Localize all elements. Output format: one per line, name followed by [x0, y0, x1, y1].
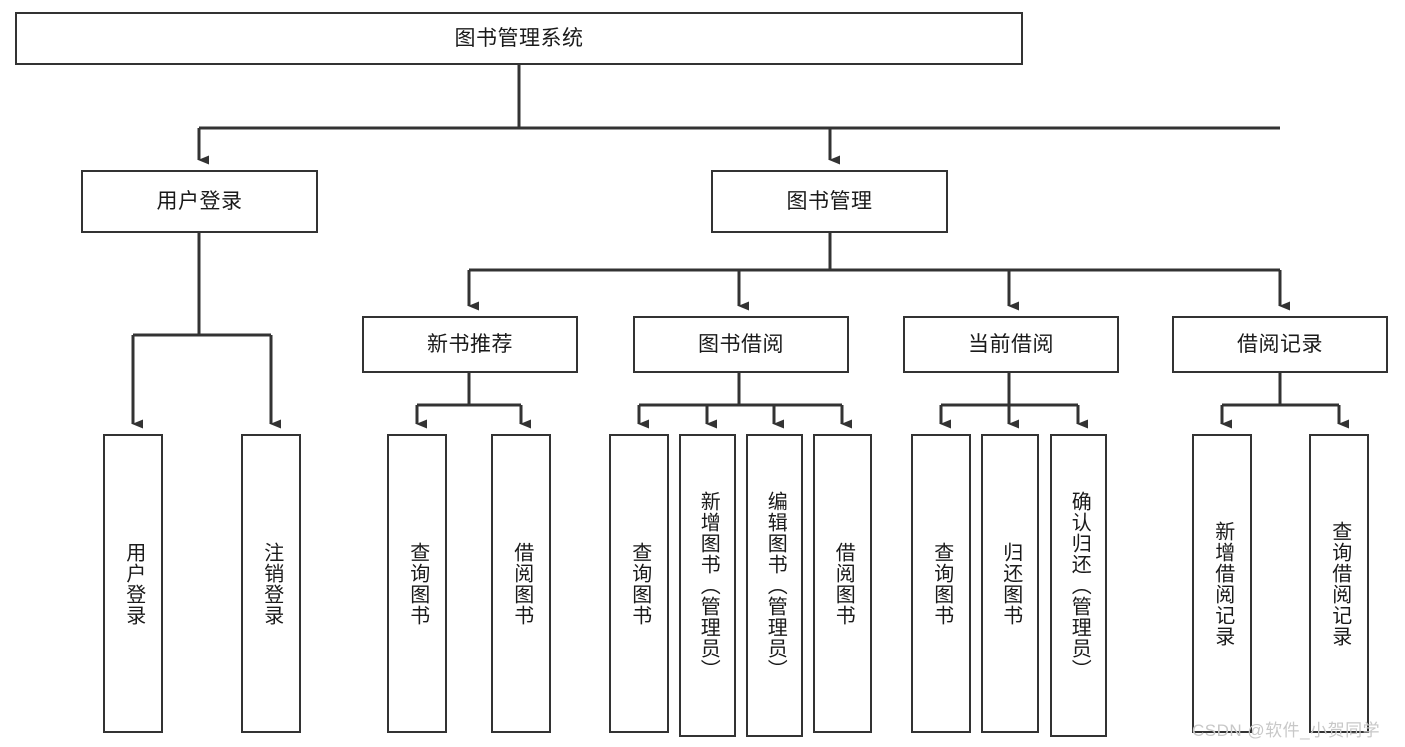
- leaf-current-borrow-return[interactable]: 归还图书: [981, 434, 1039, 733]
- leaf-label: 查询图书: [406, 541, 429, 626]
- leaf-label: 编辑图书（管理员）: [764, 491, 787, 680]
- node-user-login[interactable]: 用户登录: [81, 170, 318, 233]
- leaf-current-borrow-query[interactable]: 查询图书: [911, 434, 971, 733]
- leaf-user-login-login[interactable]: 用户登录: [103, 434, 163, 733]
- leaf-new-book-query[interactable]: 查询图书: [387, 434, 447, 733]
- leaf-book-borrow-borrow[interactable]: 借阅图书: [813, 434, 872, 733]
- node-book-manage[interactable]: 图书管理: [711, 170, 948, 233]
- leaf-borrow-record-query[interactable]: 查询借阅记录: [1309, 434, 1369, 733]
- node-borrow-record-label: 借阅记录: [1237, 332, 1323, 356]
- node-root-label: 图书管理系统: [454, 26, 584, 50]
- leaf-label: 借阅图书: [832, 541, 855, 626]
- leaf-label: 新增图书（管理员）: [697, 491, 720, 680]
- leaf-book-borrow-query[interactable]: 查询图书: [609, 434, 669, 733]
- leaf-label: 查询图书: [628, 541, 651, 626]
- node-book-borrow-label: 图书借阅: [698, 332, 784, 356]
- node-current-borrow-label: 当前借阅: [968, 332, 1054, 356]
- leaf-user-login-logout[interactable]: 注销登录: [241, 434, 301, 733]
- csdn-watermark: CSDN @软件_小贺同学: [1192, 721, 1381, 740]
- leaf-label: 借阅图书: [510, 541, 533, 626]
- node-book-borrow[interactable]: 图书借阅: [633, 316, 849, 373]
- leaf-new-book-borrow[interactable]: 借阅图书: [491, 434, 551, 733]
- node-user-login-label: 用户登录: [156, 189, 243, 213]
- leaf-label: 归还图书: [999, 541, 1022, 626]
- node-book-manage-label: 图书管理: [786, 189, 873, 213]
- leaf-book-borrow-add[interactable]: 新增图书（管理员）: [679, 434, 736, 737]
- leaf-label: 注销登录: [260, 541, 283, 626]
- leaf-borrow-record-add[interactable]: 新增借阅记录: [1192, 434, 1252, 733]
- leaf-label: 确认归还（管理员）: [1068, 491, 1091, 680]
- node-borrow-record[interactable]: 借阅记录: [1172, 316, 1388, 373]
- node-current-borrow[interactable]: 当前借阅: [903, 316, 1119, 373]
- node-root[interactable]: 图书管理系统: [15, 12, 1023, 65]
- leaf-book-borrow-edit[interactable]: 编辑图书（管理员）: [746, 434, 803, 737]
- node-new-book-recommend-label: 新书推荐: [427, 332, 513, 356]
- leaf-label: 查询借阅记录: [1328, 520, 1351, 647]
- leaf-label: 用户登录: [122, 541, 145, 626]
- leaf-current-borrow-confirm[interactable]: 确认归还（管理员）: [1050, 434, 1107, 737]
- leaf-label: 新增借阅记录: [1211, 520, 1234, 647]
- leaf-label: 查询图书: [930, 541, 953, 626]
- node-new-book-recommend[interactable]: 新书推荐: [362, 316, 578, 373]
